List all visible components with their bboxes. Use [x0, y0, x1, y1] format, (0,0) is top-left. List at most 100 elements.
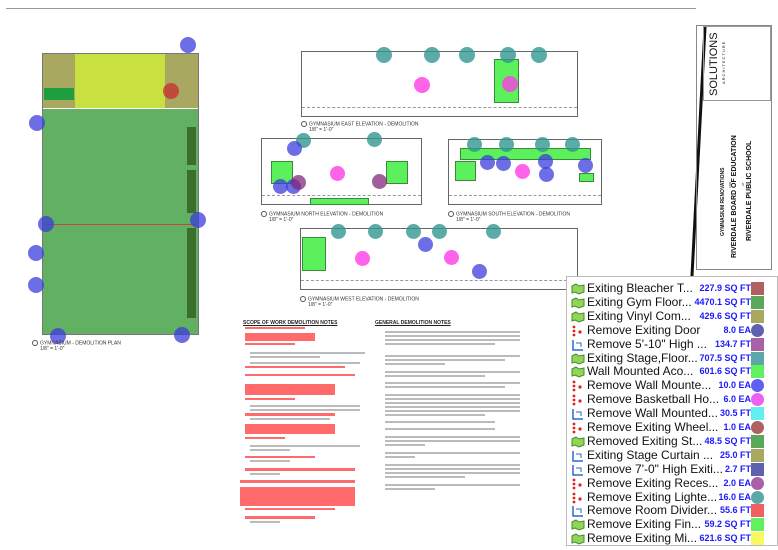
- legend-item-label: Remove 5'-10" High ...: [587, 336, 707, 351]
- legend-item-quantity: 48.5 SQ FT: [704, 435, 751, 446]
- legend-item-label: Exiting Gym Floor...: [587, 294, 692, 309]
- door-marker: [180, 37, 196, 53]
- legend-item-quantity: 6.0 EA: [723, 394, 751, 405]
- area-icon: [571, 532, 585, 545]
- legend-item[interactable]: Remove Exiting Wheel...1.0 EA: [567, 420, 778, 434]
- legend-color-swatch: [751, 421, 764, 434]
- legend-item-quantity: 2.0 EA: [723, 477, 751, 488]
- room-green-dark: [44, 88, 74, 100]
- door-marker: [29, 115, 45, 131]
- legend-color-swatch: [751, 393, 764, 407]
- room-yellow: [75, 54, 165, 108]
- wall-item-marker: [496, 156, 511, 171]
- legend-item[interactable]: Remove Room Divider...55.6 FT: [567, 503, 778, 518]
- light-marker: [424, 47, 440, 63]
- legend-item-label: Remove Wall Mounte...: [587, 378, 712, 393]
- legend-item-label: Remove Wall Mounted...: [587, 406, 718, 421]
- legend-item-label: Remove Exiting Fin...: [587, 517, 702, 532]
- legend-color-swatch: [751, 407, 764, 421]
- legend-item-label: Remove Basketball Ho...: [587, 392, 720, 407]
- school-name: RIVERDALE PUBLIC SCHOOL: [746, 140, 753, 241]
- title-block: SOLUTIONS ARCHITECTURE GYMNASIUM RENOVAT…: [696, 25, 772, 270]
- legend-color-swatch: [751, 295, 764, 309]
- legend-item[interactable]: Remove Basketball Ho...6.0 EA: [567, 392, 778, 407]
- room-olive-right: [165, 54, 198, 108]
- wall-item-marker: [418, 237, 433, 252]
- legend-item-label: Remove 7'-0" High Exiti...: [587, 461, 723, 476]
- legend-item[interactable]: Wall Mounted Aco... 601.6 SQ FT: [567, 364, 778, 379]
- legend-item-label: Remove Exiting Lighte...: [587, 489, 718, 504]
- length-icon: [571, 407, 585, 420]
- light-marker: [459, 47, 475, 63]
- light-marker: [499, 137, 514, 152]
- area-icon: [571, 282, 585, 295]
- legend-item[interactable]: Exiting Bleacher T...227.9 SQ FT: [567, 281, 778, 295]
- legend-item-label: Wall Mounted Aco...: [587, 364, 694, 379]
- legend-item[interactable]: Removed Exiting St...48.5 SQ FT: [567, 434, 778, 448]
- legend-item[interactable]: Remove Exiting Fin...59.2 SQ FT: [567, 517, 778, 532]
- at-text: AT: [741, 182, 745, 186]
- wall-item-marker: [287, 141, 302, 156]
- light-marker: [535, 137, 550, 152]
- wall-item-marker: [538, 154, 553, 169]
- basketball-hoop-marker: [414, 77, 430, 93]
- light-marker: [531, 47, 547, 63]
- legend-item[interactable]: Exiting Stage,Floor...707.5 SQ FT: [567, 351, 778, 365]
- legend-item[interactable]: Remove Exiting Lighte...16.0 EA: [567, 490, 778, 504]
- legend-item[interactable]: Remove Wall Mounte...10.0 EA: [567, 378, 778, 393]
- gym-floor-area: [43, 109, 198, 334]
- light-marker: [500, 47, 516, 63]
- length-icon: [571, 338, 585, 351]
- room-divider-line: [46, 224, 196, 225]
- legend-color-swatch: [751, 476, 764, 490]
- light-marker: [331, 224, 346, 239]
- legend-item-quantity: 16.0 EA: [718, 491, 751, 502]
- legend-color-swatch: [751, 448, 764, 462]
- light-marker: [368, 224, 383, 239]
- wall-item-marker: [273, 179, 288, 194]
- basketball-hoop-marker: [330, 166, 345, 181]
- firm-logo: SOLUTIONS: [708, 32, 720, 96]
- legend-color-swatch: [751, 490, 764, 504]
- legend-item-label: Remove Exiting Door: [587, 322, 701, 337]
- count-icon: [571, 421, 585, 434]
- bleacher-strip: [187, 170, 196, 213]
- light-marker: [406, 224, 421, 239]
- legend-item[interactable]: Exiting Stage Curtain ...25.0 FT: [567, 448, 778, 462]
- legend-color-swatch: [751, 323, 764, 337]
- legend-item-label: Exiting Vinyl Com...: [587, 308, 691, 323]
- legend-item[interactable]: Exiting Vinyl Com...429.6 SQ FT: [567, 309, 778, 323]
- legend-item-quantity: 707.5 SQ FT: [699, 352, 751, 363]
- legend-item[interactable]: Remove 5'-10" High ... 134.7 FT: [567, 337, 778, 351]
- wall-item-marker: [578, 158, 593, 173]
- recessed-item-marker: [291, 175, 306, 190]
- area-icon: [571, 310, 585, 323]
- general-notes-heading: GENERAL DEMOLITION NOTES: [375, 320, 451, 326]
- east-elevation: [301, 51, 578, 117]
- legend-color-swatch: [751, 504, 764, 518]
- legend-item[interactable]: Remove Exiting Mi...621.6 SQ FT: [567, 531, 778, 546]
- area-icon: [571, 352, 585, 365]
- legend-item-quantity: 601.6 SQ FT: [699, 366, 751, 377]
- area-icon: [571, 435, 585, 448]
- legend-item[interactable]: Remove Exiting Reces...2.0 EA: [567, 476, 778, 490]
- area-icon: [571, 296, 585, 309]
- bleacher-strip: [187, 127, 196, 165]
- light-marker: [367, 132, 382, 147]
- legend-color-swatch: [751, 518, 764, 532]
- recessed-item-marker: [372, 174, 387, 189]
- sheet-border: [6, 8, 696, 9]
- light-marker: [486, 224, 501, 239]
- wall-item-marker: [480, 155, 495, 170]
- count-icon: [571, 393, 585, 406]
- legend-color-swatch: [751, 379, 764, 393]
- legend-item-quantity: 134.7 FT: [714, 338, 751, 349]
- legend-color-swatch: [751, 365, 764, 379]
- legend-item-label: Remove Room Divider...: [587, 503, 718, 518]
- legend-item[interactable]: Remove Wall Mounted...30.5 FT: [567, 406, 778, 421]
- legend-item-quantity: 4470.1 SQ FT: [694, 296, 751, 307]
- legend-item[interactable]: Remove 7'-0" High Exiti...2.7 FT: [567, 462, 778, 476]
- legend-item[interactable]: Exiting Gym Floor...4470.1 SQ FT: [567, 295, 778, 309]
